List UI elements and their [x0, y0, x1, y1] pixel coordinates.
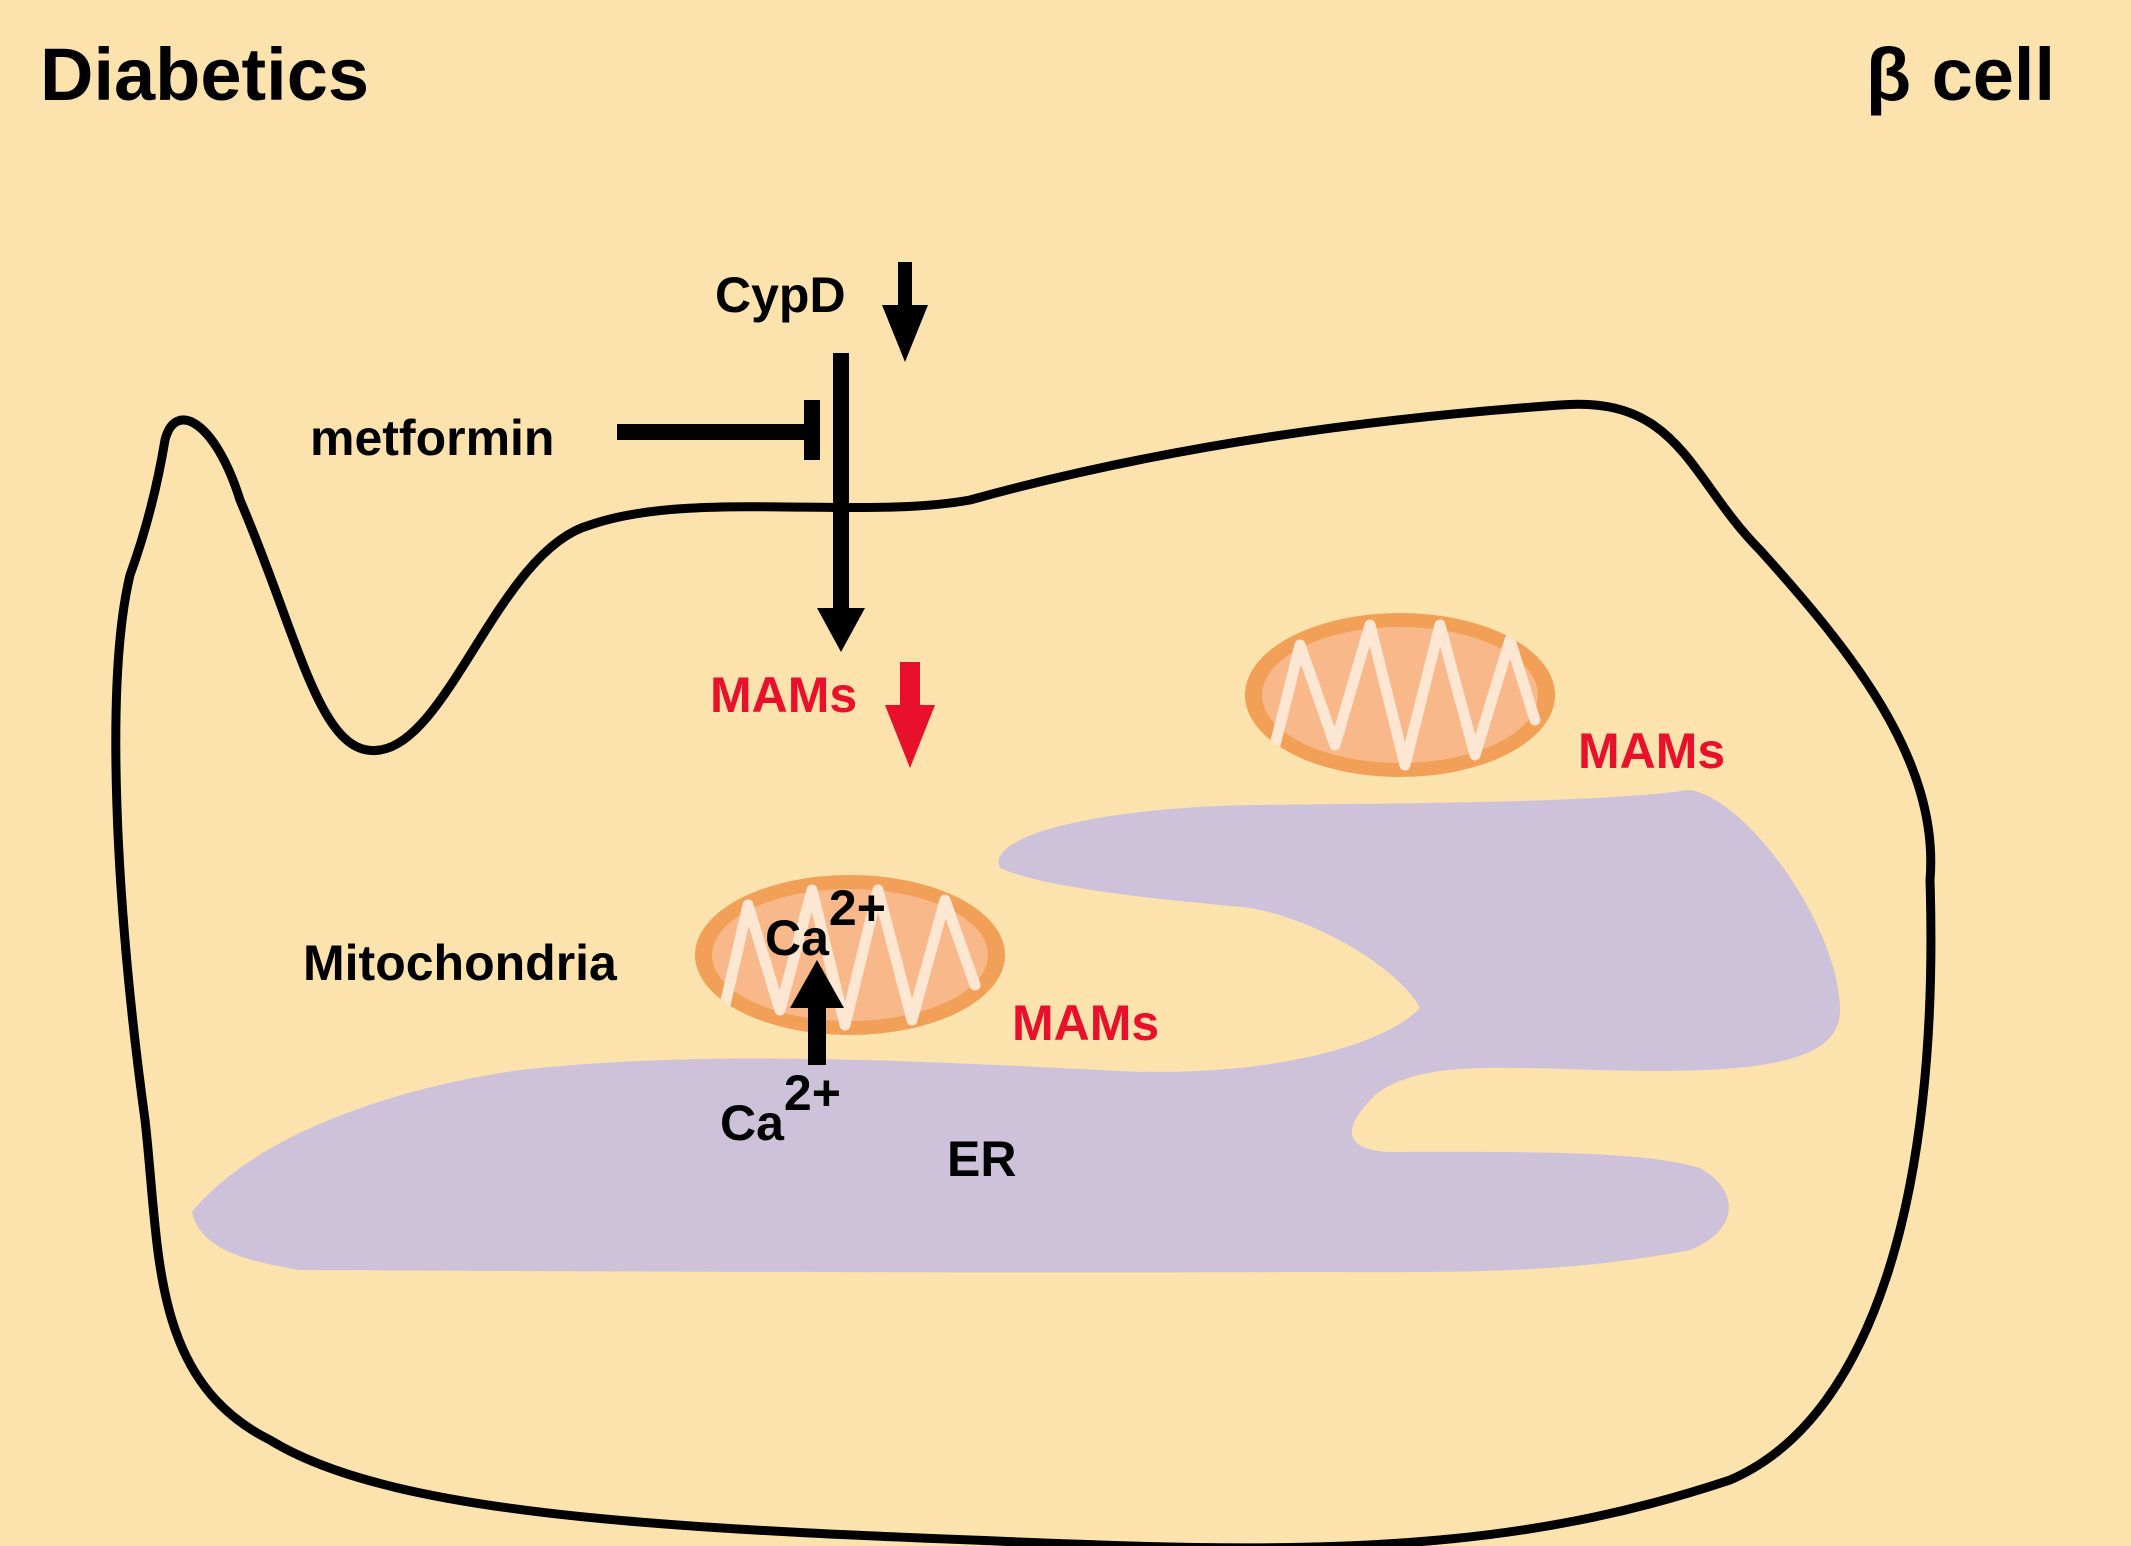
er-label: ER: [947, 1131, 1016, 1187]
mams-center-label: MAMs: [710, 667, 857, 723]
diabetics-title: Diabetics: [40, 33, 369, 116]
mitochondrion-right: [1245, 613, 1555, 777]
cell-membrane: [111, 399, 1936, 1546]
cypd-to-mams-arrow-head-icon: [817, 608, 865, 652]
mitochondrion-center: [695, 875, 1005, 1035]
metformin-inhibition-bar: [804, 400, 820, 460]
mams-lower-label: MAMs: [1012, 995, 1159, 1051]
cypd-decrease-arrow-icon: [882, 262, 928, 362]
ca-mito-label: Ca2+: [765, 880, 886, 966]
mams-right-label: MAMs: [1578, 723, 1725, 779]
ca-transport-arrow-head-icon: [790, 960, 844, 1008]
beta-cell-title: β cell: [1866, 33, 2055, 116]
metformin-label: metformin: [310, 410, 554, 466]
cypd-label: CypD: [715, 267, 846, 323]
er-shape: [192, 790, 1840, 1273]
mitochondria-label: Mitochondria: [303, 935, 618, 991]
mams-decrease-arrow-icon: [885, 662, 935, 768]
ca-er-label: Ca2+: [720, 1065, 841, 1151]
